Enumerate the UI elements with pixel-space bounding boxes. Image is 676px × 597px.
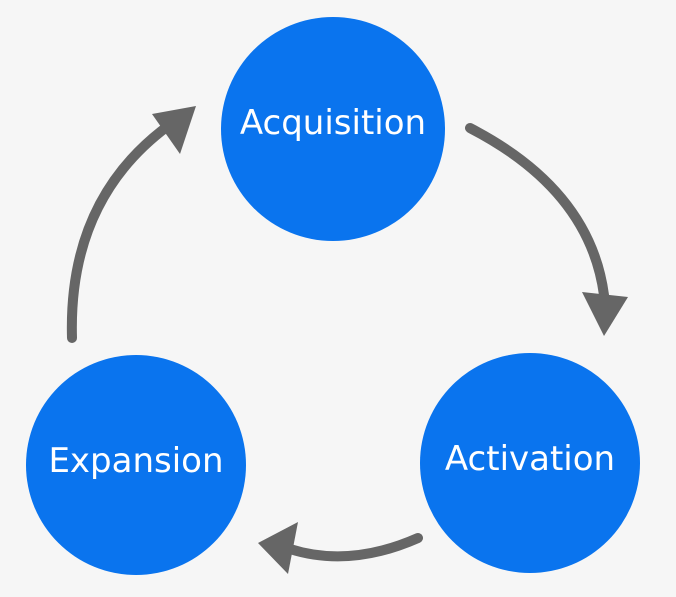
- node-acquisition: Acquisition: [221, 17, 445, 241]
- node-expansion-label: Expansion: [48, 441, 223, 481]
- arrow-activation-to-expansion: [258, 522, 423, 574]
- node-expansion: Expansion: [26, 355, 246, 575]
- node-acquisition-label: Acquisition: [240, 103, 426, 143]
- node-activation: Activation: [420, 353, 640, 573]
- arrow-acquisition-to-activation: [465, 123, 628, 336]
- node-activation-label: Activation: [445, 439, 615, 479]
- arrow-expansion-to-acquisition: [66, 106, 196, 343]
